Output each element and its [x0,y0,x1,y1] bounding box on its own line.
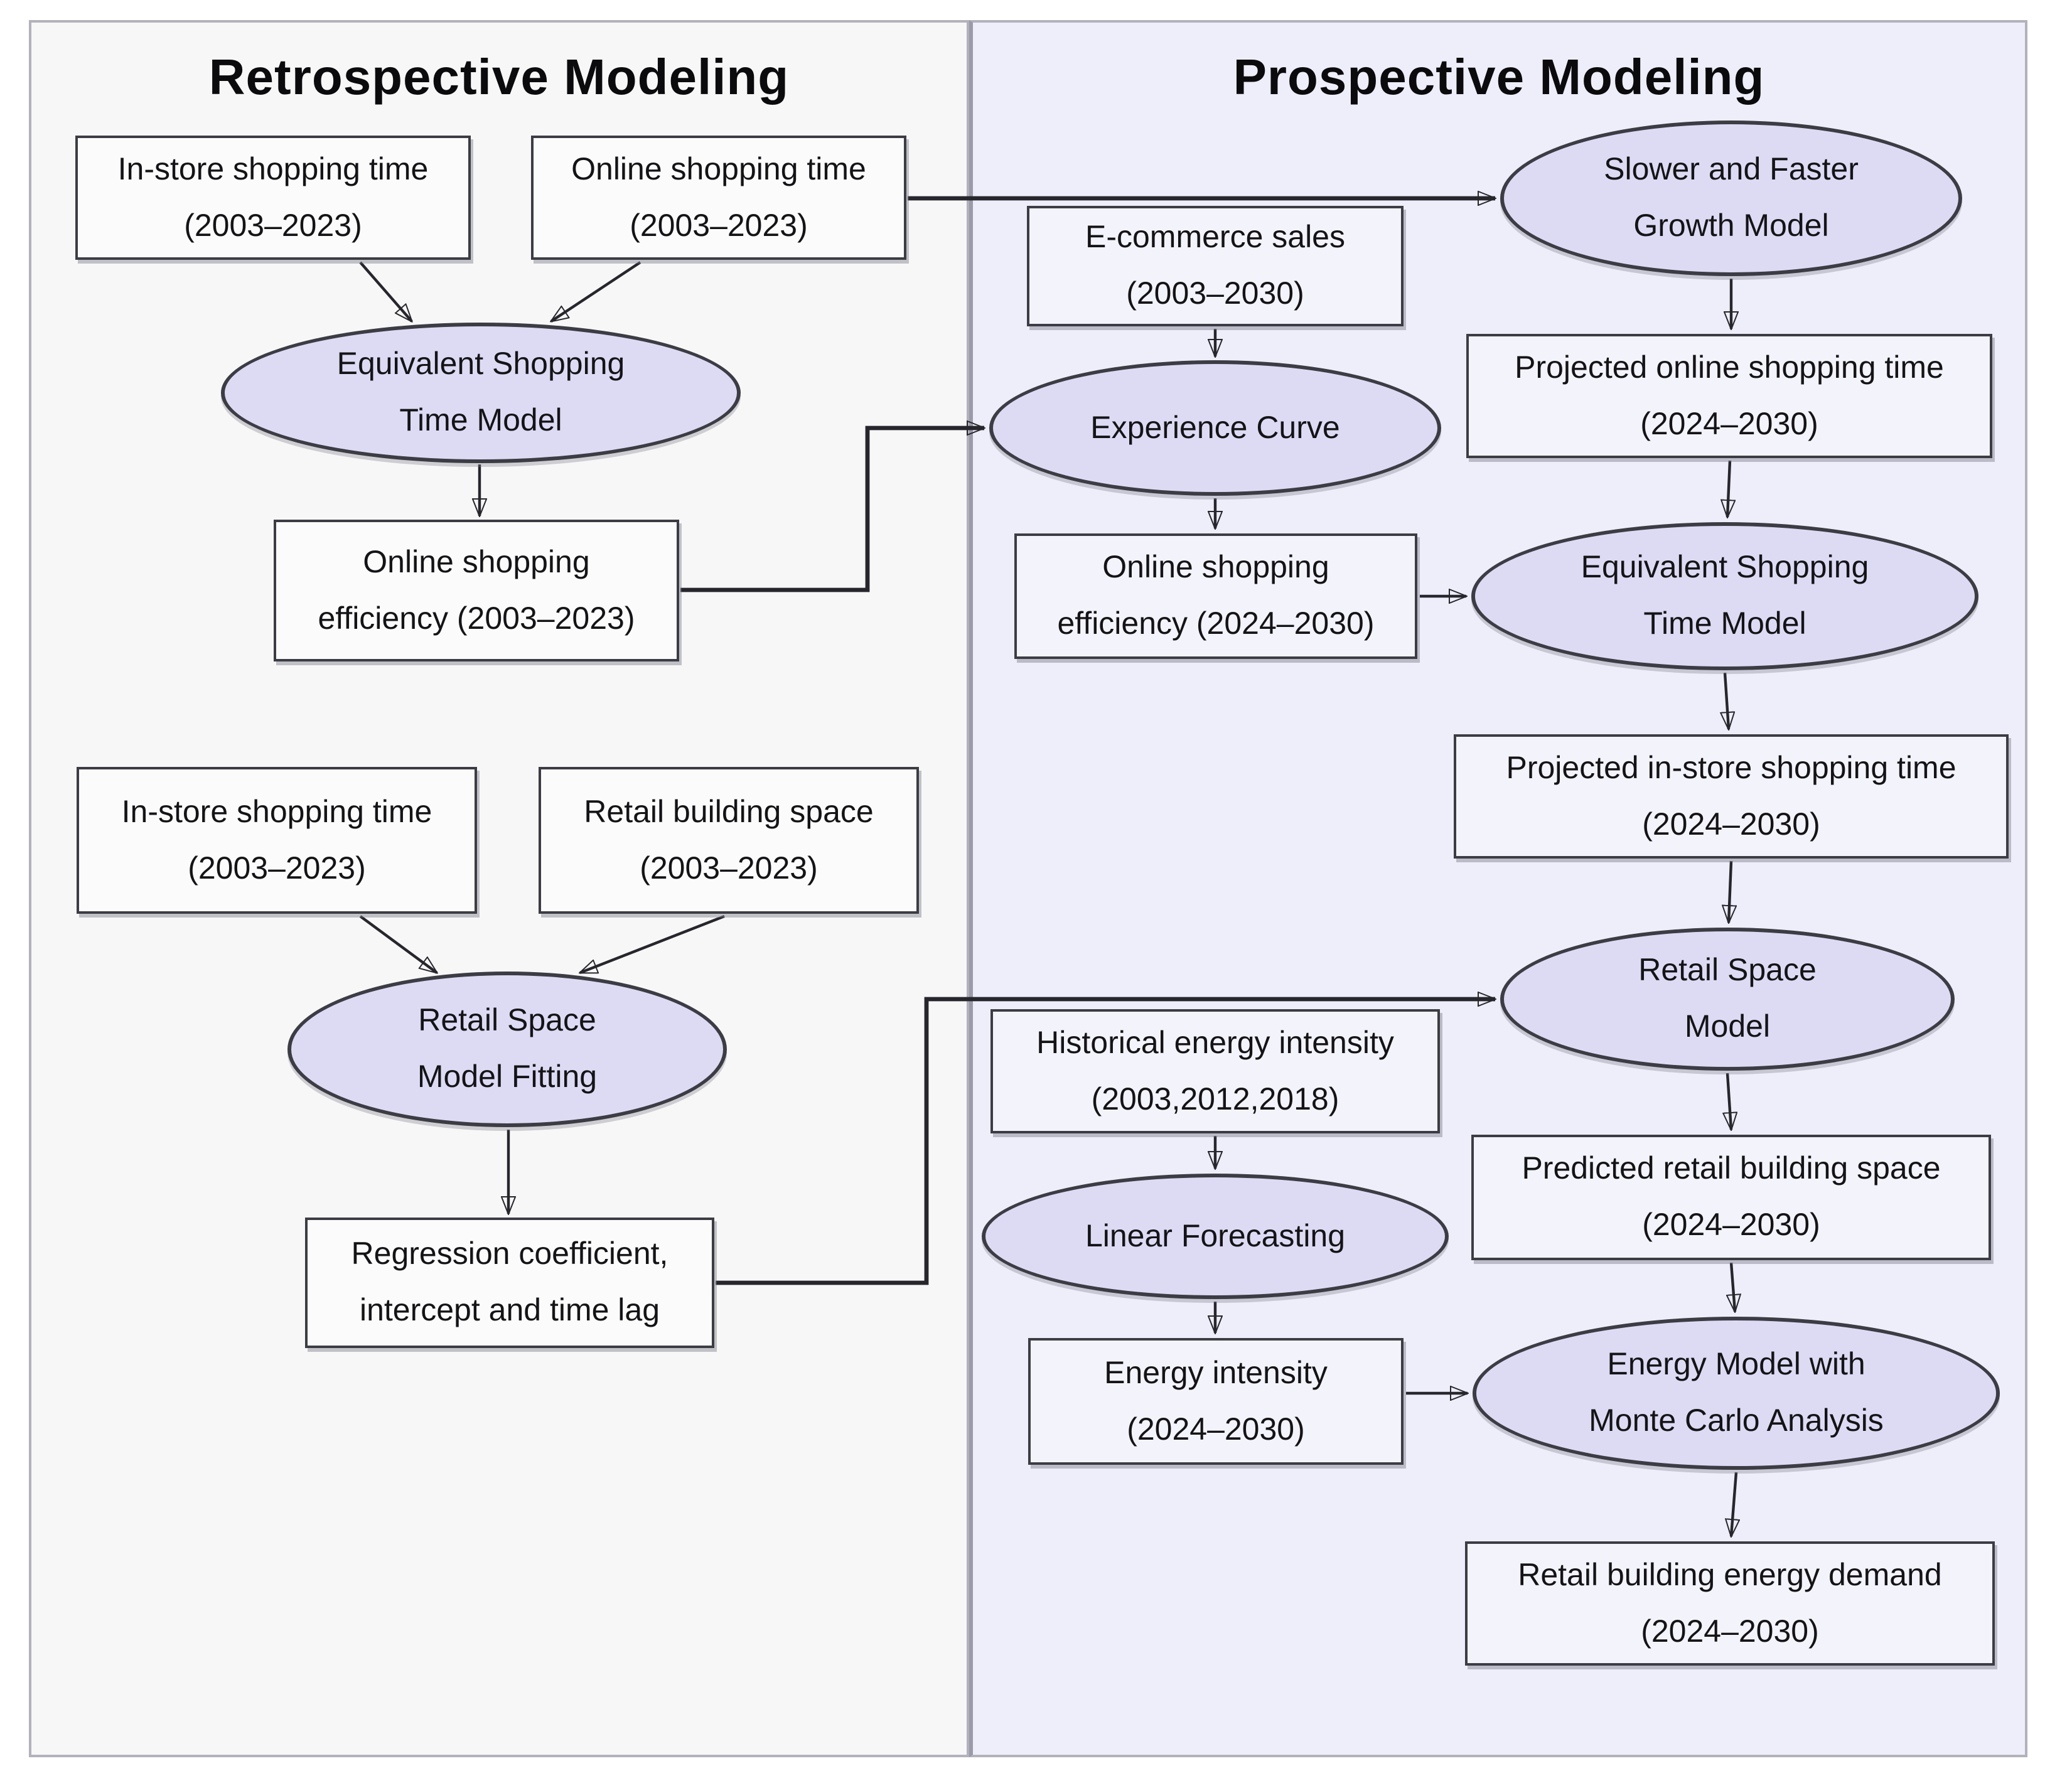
node-label: Projected online shopping time (2024–203… [1515,350,1944,441]
node-label: Online shopping efficiency (2003–2023) [318,544,635,636]
prospective-panel-title: Prospective Modeling [1233,50,1765,105]
node-label: In-store shopping time (2003–2023) [121,794,432,886]
ellipse-linear-forecasting: Linear Forecasting [982,1174,1449,1299]
box-retail-building-energy-demand: Retail building energy demand (2024–2030… [1465,1541,1995,1666]
node-label: Experience Curve [1090,410,1340,445]
node-label: Slower and Faster Growth Model [1604,152,1859,244]
ellipse-equivalent-shopping-time-model-left: Equivalent Shopping Time Model [221,323,741,463]
box-regression-coefficient-outputs: Regression coefficient, intercept and ti… [305,1218,714,1348]
ellipse-equivalent-shopping-time-model-right: Equivalent Shopping Time Model [1471,522,1978,670]
box-historical-energy-intensity: Historical energy intensity (2003,2012,2… [990,1009,1440,1133]
node-label: Regression coefficient, intercept and ti… [351,1236,668,1328]
node-label: Energy intensity (2024–2030) [1104,1355,1328,1447]
node-label: Equivalent Shopping Time Model [336,346,625,438]
retrospective-panel-title: Retrospective Modeling [208,50,790,105]
node-label: E-commerce sales (2003–2030) [1085,220,1345,311]
box-energy-intensity: Energy intensity (2024–2030) [1028,1338,1404,1465]
box-projected-instore-shopping-time: Projected in-store shopping time (2024–2… [1454,734,2009,859]
box-predicted-retail-building-space: Predicted retail building space (2024–20… [1471,1135,1991,1260]
node-label: Projected in-store shopping time (2024–2… [1506,750,1957,842]
ellipse-energy-model-monte-carlo: Energy Model with Monte Carlo Analysis [1473,1317,2000,1470]
node-label: Retail Space Model Fitting [417,1003,598,1095]
ellipse-slower-faster-growth-model: Slower and Faster Growth Model [1500,120,1962,276]
node-label: Linear Forecasting [1085,1218,1346,1253]
node-label: Equivalent Shopping Time Model [1581,550,1869,641]
ellipse-retail-space-model-fitting: Retail Space Model Fitting [287,972,727,1127]
box-projected-online-shopping-time: Projected online shopping time (2024–203… [1466,334,1992,458]
ellipse-experience-curve: Experience Curve [989,360,1441,496]
node-label: Online shopping efficiency (2024–2030) [1057,550,1375,641]
box-online-shopping-time: Online shopping time (2003–2023) [531,136,906,260]
box-instore-shopping-time-top: In-store shopping time (2003–2023) [75,136,471,260]
box-ecommerce-sales: E-commerce sales (2003–2030) [1027,206,1404,326]
node-label: Retail Space Model [1638,953,1817,1044]
box-online-shopping-efficiency-historical: Online shopping efficiency (2003–2023) [274,520,679,661]
box-instore-shopping-time-bottom: In-store shopping time (2003–2023) [77,767,477,914]
panel-prospective-modeling: Prospective Modeling [969,20,2027,1757]
node-label: Predicted retail building space (2024–20… [1522,1151,1941,1243]
ellipse-retail-space-model: Retail Space Model [1500,928,1955,1071]
node-label: Energy Model with Monte Carlo Analysis [1589,1347,1884,1438]
box-online-shopping-efficiency-projected: Online shopping efficiency (2024–2030) [1014,533,1417,659]
node-label: In-store shopping time (2003–2023) [117,151,429,243]
node-label: Retail building space (2003–2023) [584,794,874,886]
box-retail-building-space: Retail building space (2003–2023) [539,767,919,914]
node-label: Retail building energy demand (2024–2030… [1518,1557,1942,1649]
node-label: Historical energy intensity (2003,2012,2… [1036,1025,1394,1116]
node-label: Online shopping time (2003–2023) [571,151,866,243]
